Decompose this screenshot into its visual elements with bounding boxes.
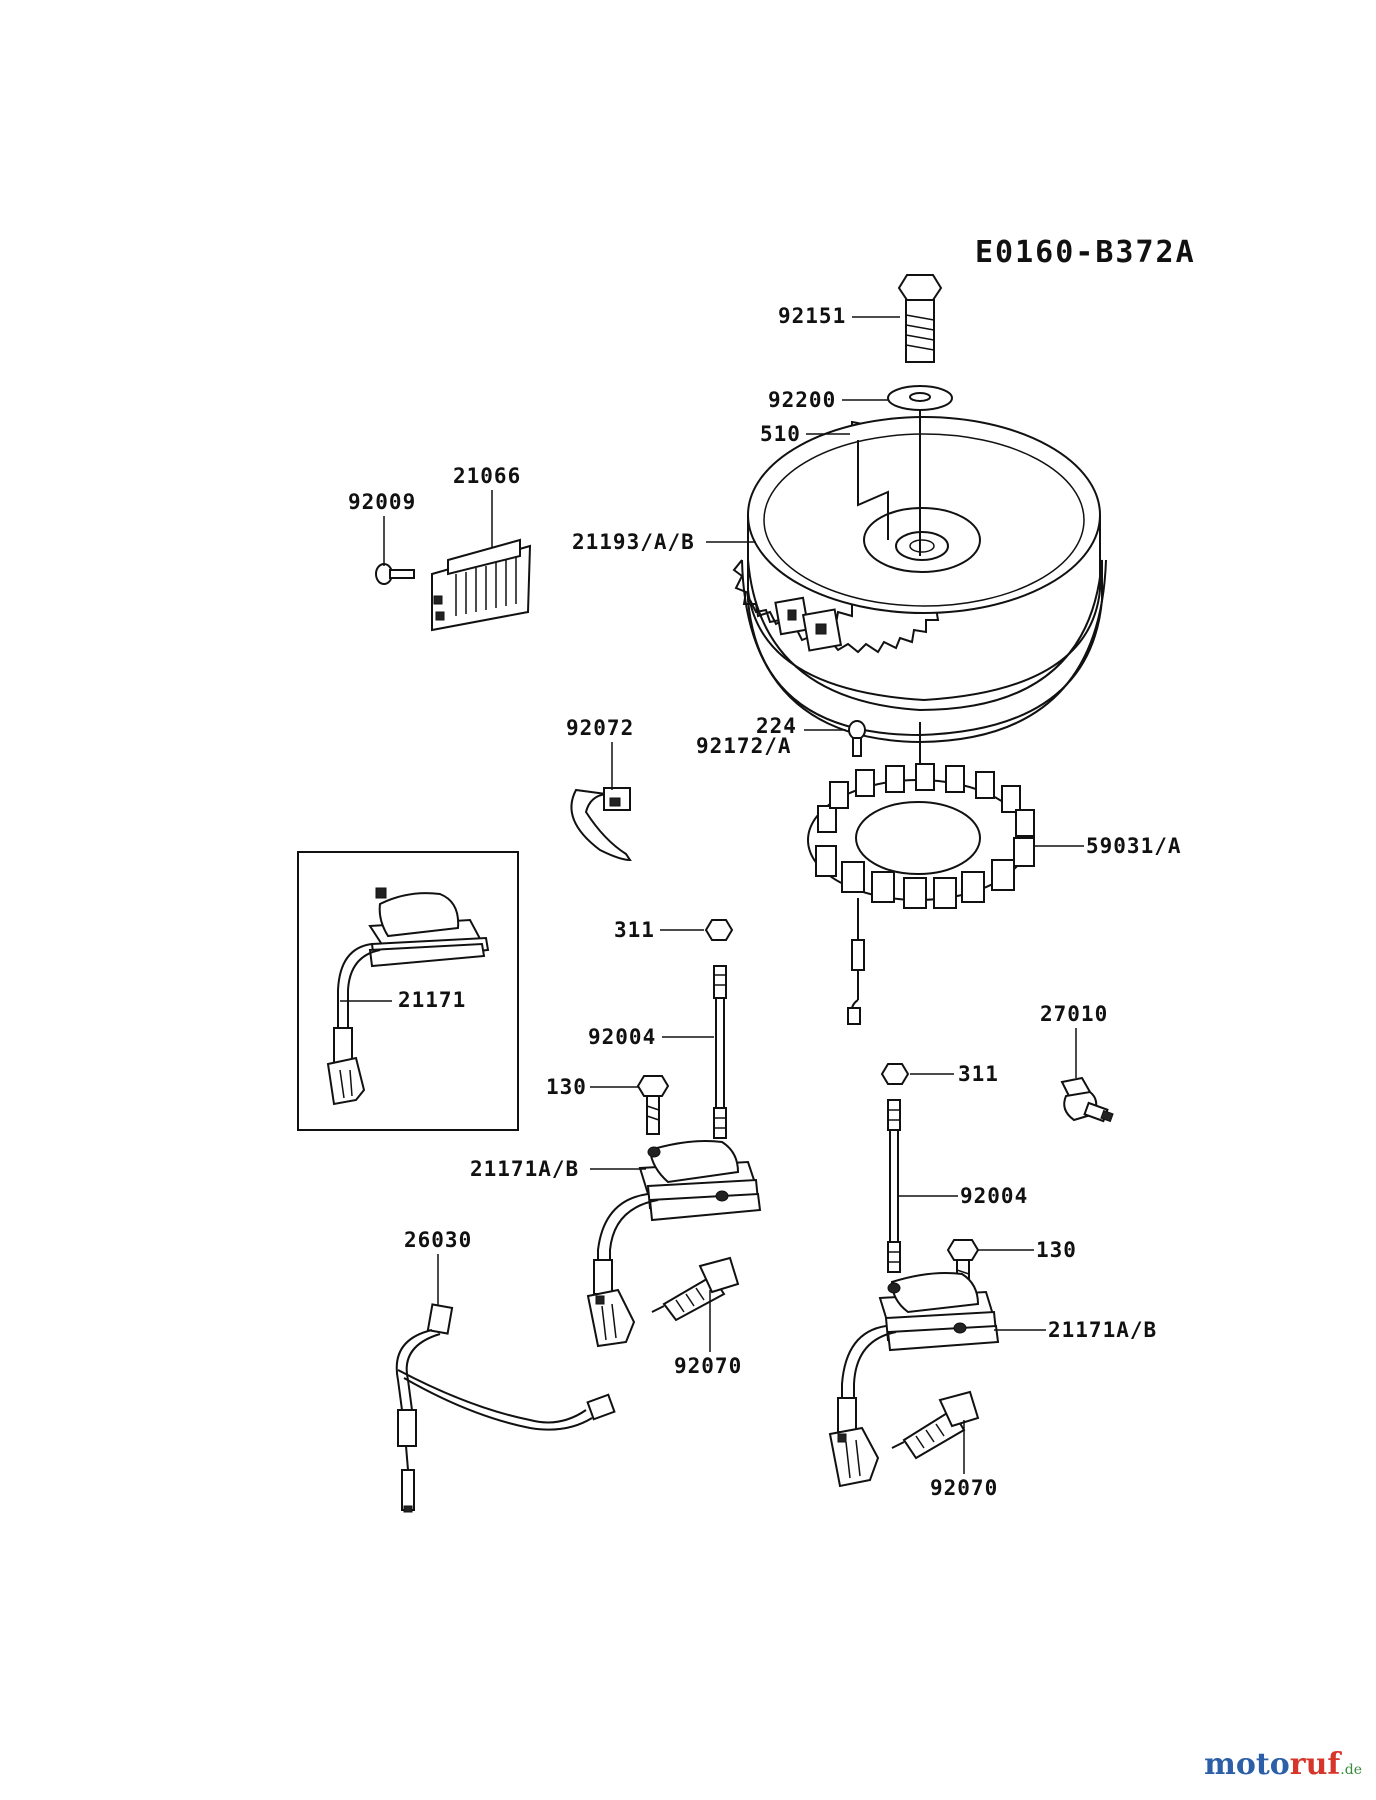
callout-92172-a: 92172/A	[696, 734, 792, 758]
flywheel-21193-part	[732, 410, 1107, 875]
clamp-92072-part	[570, 787, 632, 862]
coil-21171-frame	[297, 851, 519, 1131]
oil-switch-27010-part	[1060, 1076, 1114, 1123]
callout-27010: 27010	[1040, 1002, 1109, 1026]
callout-130-right: 130	[1036, 1238, 1077, 1262]
leader-lines	[340, 316, 1084, 1474]
callout-224: 224	[756, 714, 797, 738]
callout-21066: 21066	[453, 464, 522, 488]
callout-21171: 21171	[398, 988, 467, 1012]
spark-plug-92070-left-part	[651, 1256, 740, 1322]
harness-26030-part	[395, 1303, 616, 1513]
nut-311-right-part	[880, 1063, 910, 1085]
callout-311-right: 311	[958, 1062, 999, 1086]
coil-21171ab-right-part	[828, 1272, 1000, 1488]
motoruf-logo: motoruf.de	[1204, 1747, 1362, 1782]
callout-92151: 92151	[778, 304, 847, 328]
callout-92004-left: 92004	[588, 1025, 657, 1049]
callout-92070-left: 92070	[674, 1354, 743, 1378]
callout-21193-a-b: 21193/A/B	[572, 530, 695, 554]
callout-26030: 26030	[404, 1228, 473, 1252]
logo-ruf: ruf	[1289, 1747, 1341, 1782]
callout-21171a-b-left: 21171A/B	[470, 1157, 580, 1181]
bolt-92151-part	[897, 274, 943, 363]
callout-311-left: 311	[614, 918, 655, 942]
logo-moto: moto	[1204, 1747, 1290, 1782]
washer-92200-part	[887, 385, 953, 411]
callout-92200: 92200	[768, 388, 837, 412]
stud-92004-right-part	[887, 1099, 901, 1273]
bolt-130-left-part	[636, 1075, 670, 1135]
callout-21171a-b-right: 21171A/B	[1048, 1318, 1158, 1342]
logo-tld: .de	[1340, 1762, 1362, 1778]
coil-21171-part	[326, 887, 490, 1106]
coil-21171ab-left-part	[586, 1140, 762, 1348]
regulator-21066-part	[431, 538, 532, 632]
screw-224-part	[848, 720, 866, 757]
callout-510: 510	[760, 422, 801, 446]
callout-130-left: 130	[546, 1075, 587, 1099]
callout-92070-right: 92070	[930, 1476, 999, 1500]
spark-plug-92070-right-part	[891, 1390, 980, 1460]
screw-92009-part	[375, 563, 415, 585]
callout-92004-right: 92004	[960, 1184, 1029, 1208]
callout-59031-a: 59031/A	[1086, 834, 1182, 858]
stud-92004-left-part	[713, 965, 727, 1139]
diagram-code-title: E0160-B372A	[975, 235, 1196, 270]
callout-92072: 92072	[566, 716, 635, 740]
stator-59031-part	[807, 763, 1035, 1025]
nut-311-left-part	[704, 919, 734, 941]
callout-92009: 92009	[348, 490, 417, 514]
